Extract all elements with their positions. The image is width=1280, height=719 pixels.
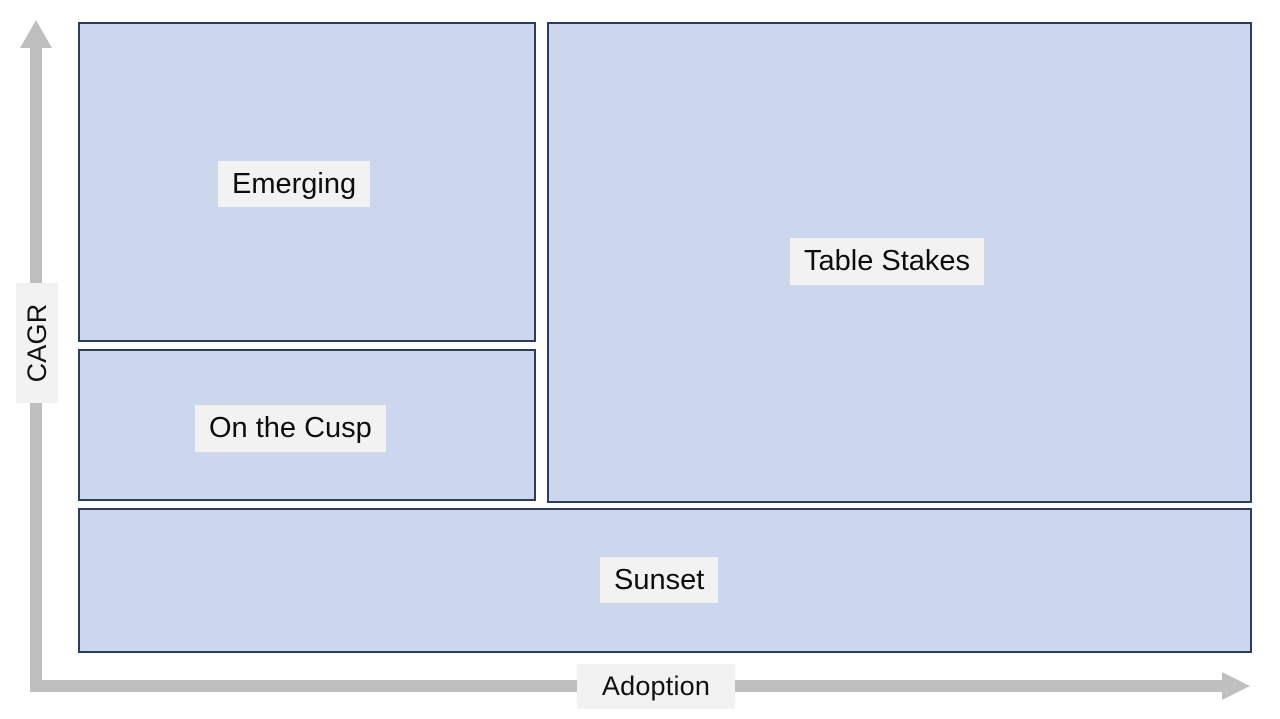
quadrant-label-table-stakes: Table Stakes (790, 238, 985, 285)
quadrant-label-emerging: Emerging (218, 161, 371, 207)
quadrant-label-sunset: Sunset (600, 557, 719, 603)
arrow-right-icon (1222, 672, 1250, 700)
y-axis-label: CAGR (16, 283, 58, 403)
quadrant-label-on-the-cusp: On the Cusp (195, 405, 386, 452)
arrow-up-icon (20, 20, 52, 48)
x-axis-label: Adoption (577, 664, 735, 709)
